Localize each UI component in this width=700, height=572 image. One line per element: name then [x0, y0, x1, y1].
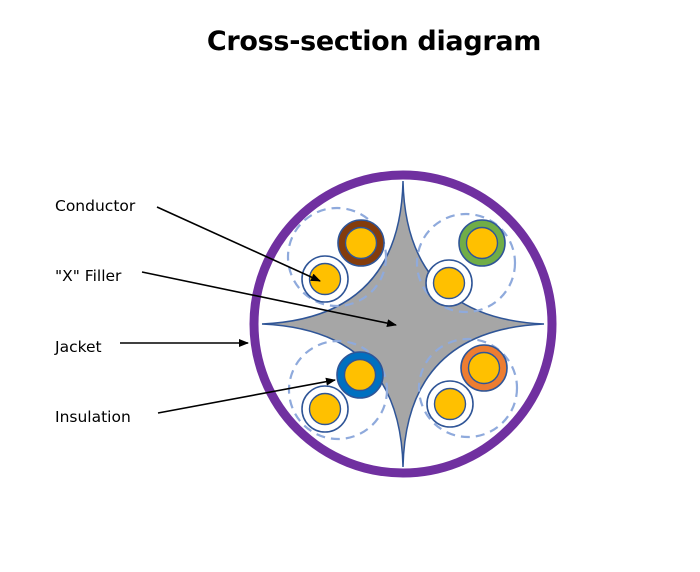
- label-insulation: Insulation: [55, 408, 131, 426]
- pair-boundary-dashed: [287, 339, 389, 441]
- filler-arrow: [141, 271, 397, 328]
- pair-boundary-dashed: [417, 337, 519, 439]
- twisted-pair-brown: [286, 206, 388, 308]
- conductor: [432, 266, 466, 300]
- conductor: [344, 226, 378, 260]
- conductor: [308, 392, 342, 426]
- conductor: [465, 226, 499, 260]
- conductor: [467, 351, 501, 385]
- twisted-pair-orange: [417, 337, 519, 439]
- twisted-pair-green: [415, 212, 517, 314]
- conductor-arrow: [156, 206, 321, 282]
- conductor: [343, 358, 377, 392]
- conductor: [433, 387, 467, 421]
- insulation-arrow: [157, 377, 336, 414]
- pair-boundary-dashed: [415, 212, 517, 314]
- label-jacket: Jacket: [55, 338, 102, 356]
- jacket-ring: [249, 170, 557, 478]
- x-filler: [261, 180, 545, 468]
- label-conductor: Conductor: [55, 197, 136, 215]
- conductor: [308, 262, 342, 296]
- pair-boundary-dashed: [286, 206, 388, 308]
- twisted-pair-blue: [287, 339, 389, 441]
- label-x-filler: "X" Filler: [55, 267, 122, 285]
- diagram-title: Cross-section diagram: [206, 26, 542, 57]
